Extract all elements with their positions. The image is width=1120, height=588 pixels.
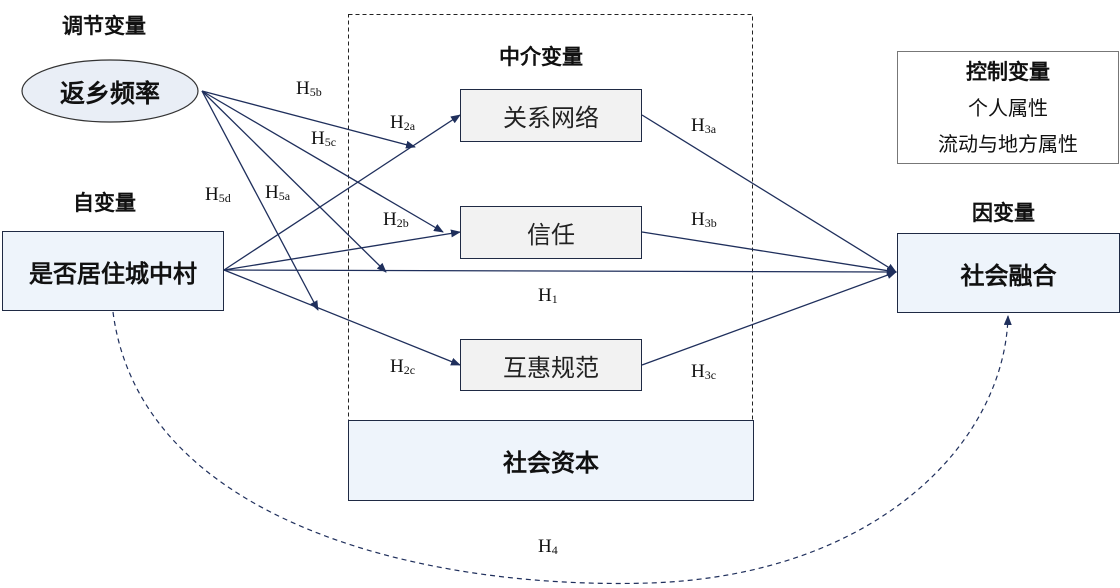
arrow-H3b	[641, 231, 897, 275]
hyp-H3c: H3c	[691, 361, 717, 382]
arrow-H1	[223, 267, 897, 276]
arrow-H3a	[641, 114, 897, 273]
social-capital-group: 社会资本	[348, 420, 754, 501]
mediator-heading: 中介变量	[499, 44, 583, 69]
hyp-H1: H1	[538, 285, 558, 306]
arrow-H2a	[223, 114, 461, 271]
control-heading: 控制变量	[966, 58, 1050, 84]
arrow-H2c	[223, 269, 461, 366]
hyp-H2b: H2b	[383, 209, 409, 230]
dependent-heading: 因变量	[972, 200, 1035, 225]
hyp-H3a: H3a	[691, 115, 717, 136]
hyp-H2c: H2c	[390, 356, 416, 377]
moderator-node: 返乡频率	[59, 79, 160, 108]
hyp-H5c: H5c	[311, 128, 337, 149]
hyp-H3b: H3b	[691, 209, 717, 230]
arrow-H5d	[201, 90, 319, 311]
moderator-heading: 调节变量	[62, 13, 146, 38]
hyp-H4: H4	[538, 536, 558, 557]
hyp-H5d: H5d	[205, 184, 231, 205]
independent-node: 是否居住城中村	[2, 231, 224, 311]
arrow-H2b	[223, 229, 461, 271]
hyp-H2a: H2a	[390, 112, 416, 133]
dependent-node: 社会融合	[897, 233, 1120, 313]
arrow-H5c	[201, 90, 444, 233]
arrow-H5a	[201, 90, 387, 273]
mediator-node-trust: 信任	[460, 206, 642, 259]
control-item: 流动与地方属性	[938, 131, 1078, 156]
arrow-H5b	[201, 90, 416, 149]
hyp-H5a: H5a	[265, 182, 291, 203]
arrow-H4-curve	[112, 311, 1012, 585]
arrow-H3c	[641, 271, 897, 366]
control-variables-box: 控制变量 个人属性 流动与地方属性	[897, 51, 1119, 164]
independent-heading: 自变量	[73, 190, 136, 215]
hyp-H5b: H5b	[296, 78, 322, 99]
mediator-node-reciprocity: 互惠规范	[460, 339, 642, 391]
moderator-ellipse	[21, 59, 199, 123]
control-item: 个人属性	[968, 95, 1048, 120]
mediator-node-network: 关系网络	[460, 89, 642, 142]
